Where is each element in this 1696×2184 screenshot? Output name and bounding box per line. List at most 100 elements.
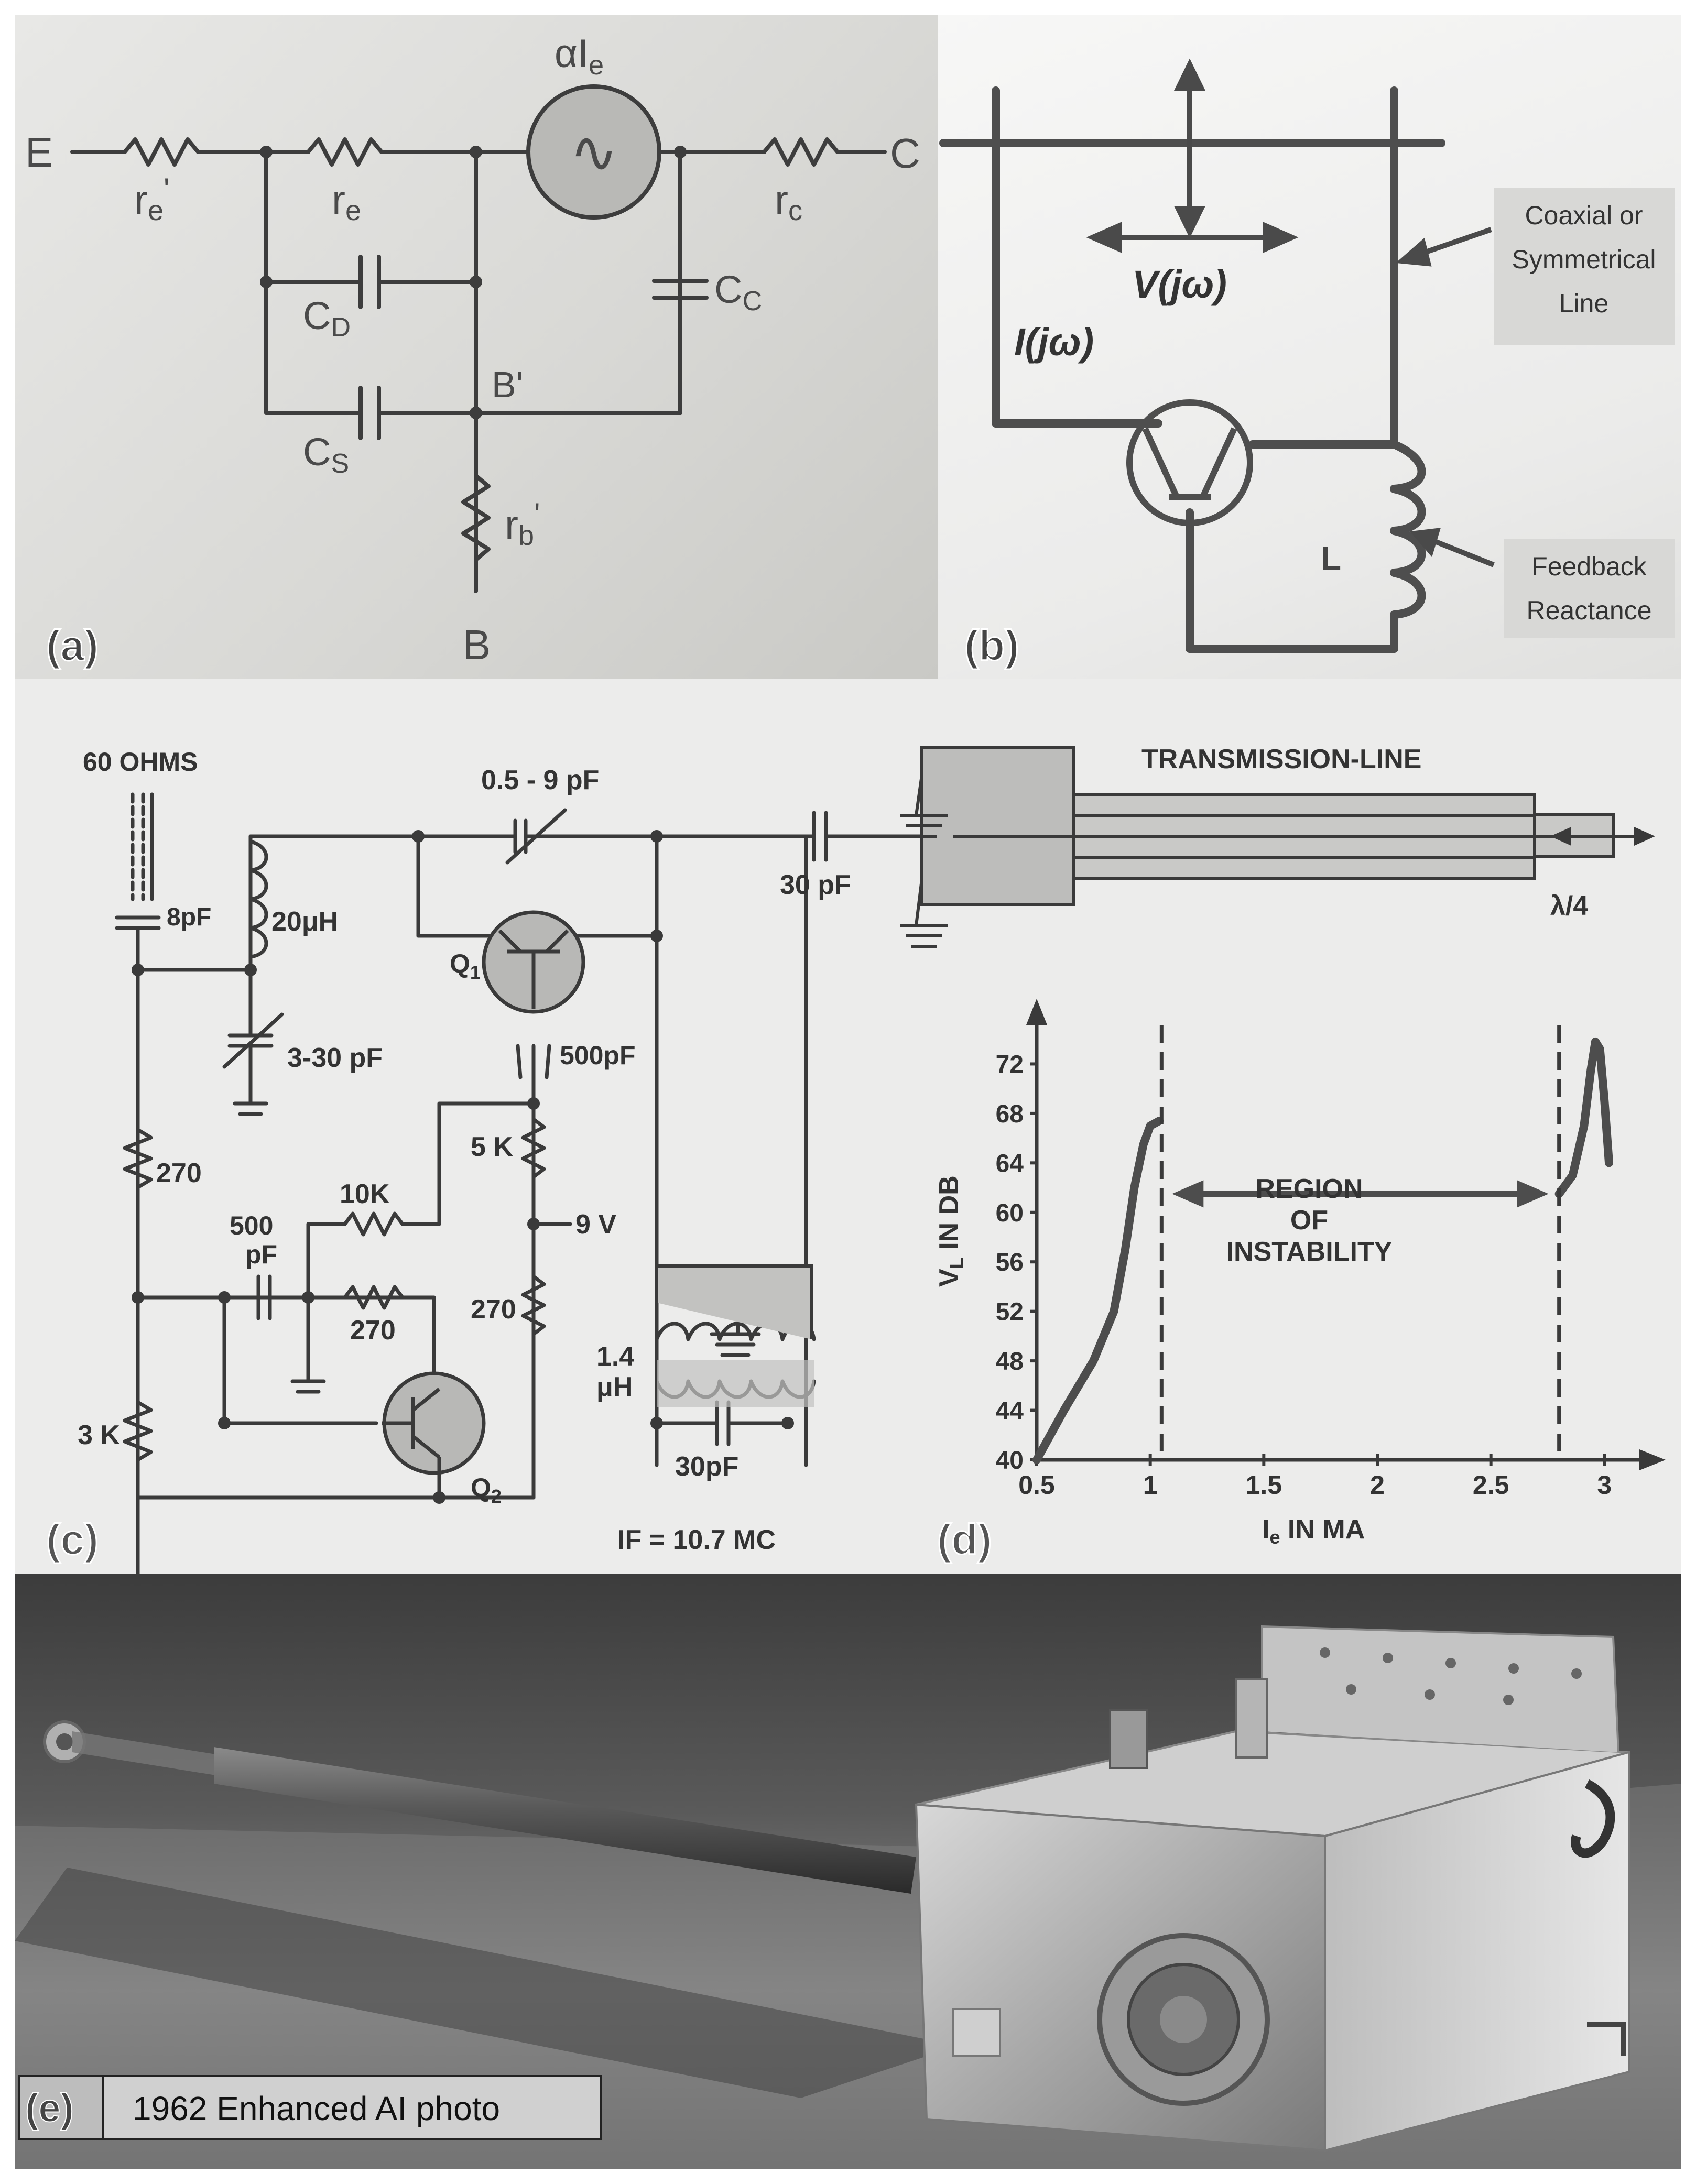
- label-500: 500: [230, 1211, 273, 1240]
- series-line-0: [1032, 1117, 1164, 1464]
- transformer-shield: [655, 1264, 813, 1339]
- caption-tag-box: [18, 2075, 104, 2140]
- label-re-prime: re': [134, 172, 170, 226]
- circuit-c-svg: 60 OHMS 8pF 20μH 3-30 pF 270 500 pF 10K …: [46, 744, 1666, 1574]
- label-C: C: [890, 130, 920, 177]
- label-B-prime: B': [492, 364, 523, 405]
- panel-a-tag: (a): [46, 622, 99, 670]
- label-CS: CS: [303, 430, 349, 479]
- label-1.4: 1.4: [596, 1341, 634, 1372]
- cavity-box-side: [1324, 1751, 1630, 2152]
- label-270b: 270: [350, 1315, 396, 1346]
- y-tick-label-5: 60: [996, 1199, 1024, 1227]
- x-tick-label-4: 2.5: [1473, 1470, 1509, 1500]
- y-tick-label-0: 40: [996, 1447, 1024, 1475]
- chart-y-label: VL IN DB: [934, 1175, 967, 1287]
- panel-d-tag: (d): [937, 1516, 992, 1564]
- note-feedback-2: Reactance: [1526, 596, 1651, 625]
- note-line-3: Line: [1559, 289, 1609, 318]
- label-CD: CD: [303, 294, 351, 343]
- coaxial-rod: [214, 1747, 916, 1894]
- x-tick-label-1: 1: [1143, 1470, 1158, 1500]
- resistor-5k: [521, 1117, 546, 1179]
- label-0.5-9pF: 0.5 - 9 pF: [481, 765, 599, 795]
- coil-20uH: [248, 839, 268, 959]
- panel-c-tag: (c): [46, 1516, 99, 1564]
- resistor-rb-prime: [461, 474, 491, 562]
- svg-text:αIe: αIe: [555, 31, 604, 81]
- x-tick-label-2: 1.5: [1246, 1470, 1282, 1500]
- y-axis-arrow: [1026, 999, 1047, 1025]
- y-tick-label-2: 48: [996, 1348, 1024, 1375]
- label-L: L: [1321, 540, 1341, 577]
- label-q1: Q1: [450, 949, 481, 983]
- y-tick-label-8: 72: [996, 1051, 1024, 1078]
- label-30pF-b: 30pF: [675, 1451, 738, 1482]
- label-IF: IF = 10.7 MC: [617, 1525, 776, 1555]
- annotation-of: OF: [1290, 1205, 1328, 1236]
- annotation-instability: INSTABILITY: [1226, 1237, 1393, 1267]
- panel-e-photo: (e) 1962 Enhanced AI photo: [15, 1574, 1681, 2169]
- instability-arrow-head-1: [1517, 1180, 1549, 1208]
- coil-L: [1390, 440, 1426, 653]
- label-E: E: [25, 129, 53, 176]
- y-tick-label-6: 64: [996, 1150, 1024, 1177]
- label-30pF-a: 30 pF: [780, 870, 851, 900]
- panel-a-equivalent-circuit: ∿ αIe E C B B' re' re rc rb' CD CS CC (a…: [15, 15, 938, 679]
- panel-e-tag: (e): [25, 2086, 74, 2131]
- instability-arrow-head-0: [1172, 1180, 1204, 1208]
- resistor-270c: [521, 1274, 546, 1336]
- x-axis-arrow: [1639, 1449, 1666, 1470]
- y-tick-label-7: 68: [996, 1100, 1024, 1128]
- resistor-270a: [123, 1128, 153, 1189]
- tuning-knob: [1235, 1678, 1268, 1759]
- note-line-2: Symmetrical: [1512, 245, 1656, 274]
- transmission-line-box: [920, 746, 1075, 906]
- chart-x-label: Ie IN MA: [1262, 1514, 1365, 1548]
- current-source-alpha-ie: [526, 84, 661, 220]
- label-3-30pF: 3-30 pF: [287, 1043, 383, 1073]
- panel-cd-schematic-and-graph: 60 OHMS 8pF 20μH 3-30 pF 270 500 pF 10K …: [15, 679, 1681, 1574]
- resistor-re: [306, 137, 384, 167]
- label-transmission-line: TRANSMISSION-LINE: [1141, 744, 1421, 774]
- note-box-line: [1494, 188, 1675, 345]
- label-270c: 270: [471, 1294, 516, 1325]
- label-rb-prime: rb': [505, 497, 540, 551]
- panel-b-tag: (b): [964, 622, 1019, 670]
- label-20uH: 20μH: [271, 907, 338, 937]
- transistor-b: [1126, 399, 1253, 526]
- photo-caption: 1962 Enhanced AI photo: [133, 2090, 500, 2127]
- resistor-10k: [343, 1211, 405, 1237]
- note-feedback-1: Feedback: [1531, 552, 1647, 581]
- label-re: re: [332, 177, 361, 226]
- resistor-270b: [343, 1285, 405, 1310]
- label-270a: 270: [156, 1158, 202, 1188]
- annotation-region: REGION: [1255, 1174, 1363, 1204]
- resistor-rc: [762, 137, 840, 167]
- label-9V: 9 V: [575, 1209, 616, 1240]
- source-symbol: ∿: [570, 120, 618, 184]
- resistor-re-prime: [123, 137, 200, 167]
- y-tick-label-3: 52: [996, 1298, 1024, 1326]
- note-box-feedback: [1504, 539, 1675, 638]
- y-tick-label-1: 44: [996, 1397, 1024, 1425]
- label-1.4-uH: μH: [596, 1372, 633, 1402]
- label-I-jw: I(jω): [1014, 320, 1094, 364]
- x-tick-label-3: 2: [1370, 1470, 1385, 1500]
- x-tick-label-0: 0.5: [1018, 1470, 1055, 1500]
- pot-3k: [123, 1400, 153, 1462]
- label-8pF: 8pF: [167, 903, 211, 931]
- y-tick-label-4: 56: [996, 1249, 1024, 1276]
- label-500-pF: pF: [245, 1240, 277, 1269]
- label-lambda-4: λ/4: [1550, 891, 1588, 921]
- label-500pF-b: 500pF: [560, 1041, 636, 1070]
- label-alpha-ie: αI: [555, 31, 589, 76]
- label-q2: Q2: [471, 1473, 502, 1507]
- label-60-ohms: 60 OHMS: [83, 747, 198, 777]
- panel-b-oscillator-model: V(jω) I(jω) L Coaxial or Symmetrical Lin…: [938, 15, 1681, 679]
- circuit-b-svg: V(jω) I(jω) L Coaxial or Symmetrical Lin…: [939, 58, 1675, 671]
- caption-box: [102, 2075, 602, 2140]
- x-tick-label-5: 3: [1597, 1470, 1612, 1500]
- label-Cc: CC: [714, 268, 762, 316]
